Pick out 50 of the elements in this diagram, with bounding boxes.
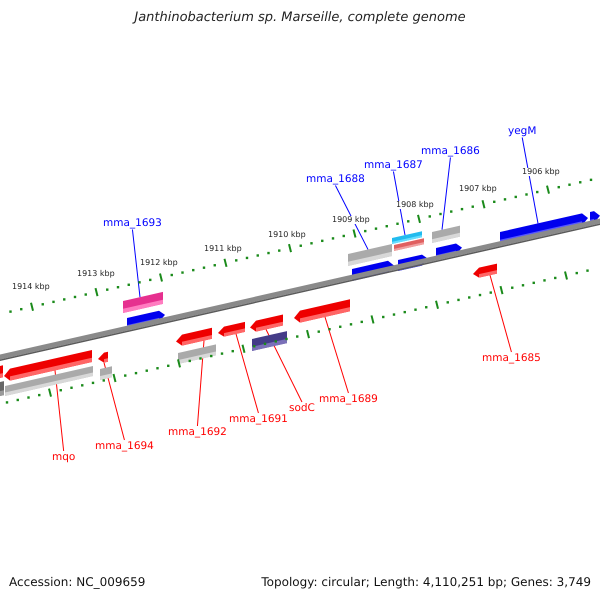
gene-bar <box>432 226 460 243</box>
gene-feature <box>218 322 245 337</box>
scale-label: 1908 kbp <box>396 201 434 209</box>
scale-label: 1913 kbp <box>77 270 115 278</box>
gene-bar <box>5 366 93 396</box>
leader-line <box>334 185 368 250</box>
gene-feature <box>473 264 497 278</box>
scale-label: 1914 kbp <box>12 283 50 291</box>
leader-line <box>522 137 538 224</box>
gene-bar <box>178 344 216 364</box>
gene-label: mma_1694 <box>95 441 154 452</box>
leader-line <box>54 370 64 452</box>
gene-feature <box>294 299 350 323</box>
scale-label: 1910 kbp <box>268 231 306 239</box>
scale-label: 1911 kbp <box>204 245 242 253</box>
gene-label: mma_1692 <box>168 427 227 438</box>
gene-label: mma_1693 <box>103 218 162 228</box>
leader-line <box>490 274 512 352</box>
gene-label: yegM <box>508 126 536 136</box>
scale-label: 1912 kbp <box>140 259 178 267</box>
gene-label: mma_1686 <box>421 146 480 156</box>
scale-label: 1909 kbp <box>332 216 370 224</box>
gene-bar <box>100 366 112 380</box>
leader-line <box>324 316 349 394</box>
accession-text: Accession: NC_009659 <box>9 576 146 588</box>
leader-line <box>442 157 451 230</box>
gene-label: mma_1688 <box>306 174 365 184</box>
scale-label: 1907 kbp <box>459 185 497 193</box>
scale-label: 1906 kbp <box>522 168 560 176</box>
gene-label: mma_1685 <box>482 353 541 364</box>
gene-feature <box>98 352 108 363</box>
leader-line <box>196 340 204 426</box>
gene-bar <box>123 292 163 313</box>
genome-summary-text: Topology: circular; Length: 4,110,251 bp; Genes: 3,749 <box>260 576 591 588</box>
gene-bar <box>252 331 287 351</box>
gene-bar <box>0 381 4 396</box>
gene-label: mqo <box>52 452 76 462</box>
gene-label: mma_1691 <box>229 414 288 424</box>
gene-label: mma_1687 <box>364 160 423 170</box>
leader-line <box>236 333 259 414</box>
leader-line <box>104 362 125 440</box>
gene-bar <box>394 238 424 251</box>
leader-line <box>132 229 140 298</box>
title: Janthinobacterium sp. Marseille, complete genome <box>131 11 467 24</box>
gene-feature <box>176 328 212 346</box>
gene-label: sodC <box>289 403 315 414</box>
gene-label: mma_1689 <box>319 394 378 404</box>
leader-line <box>392 171 406 236</box>
gene-bar <box>0 365 3 378</box>
gene-feature <box>250 314 283 332</box>
